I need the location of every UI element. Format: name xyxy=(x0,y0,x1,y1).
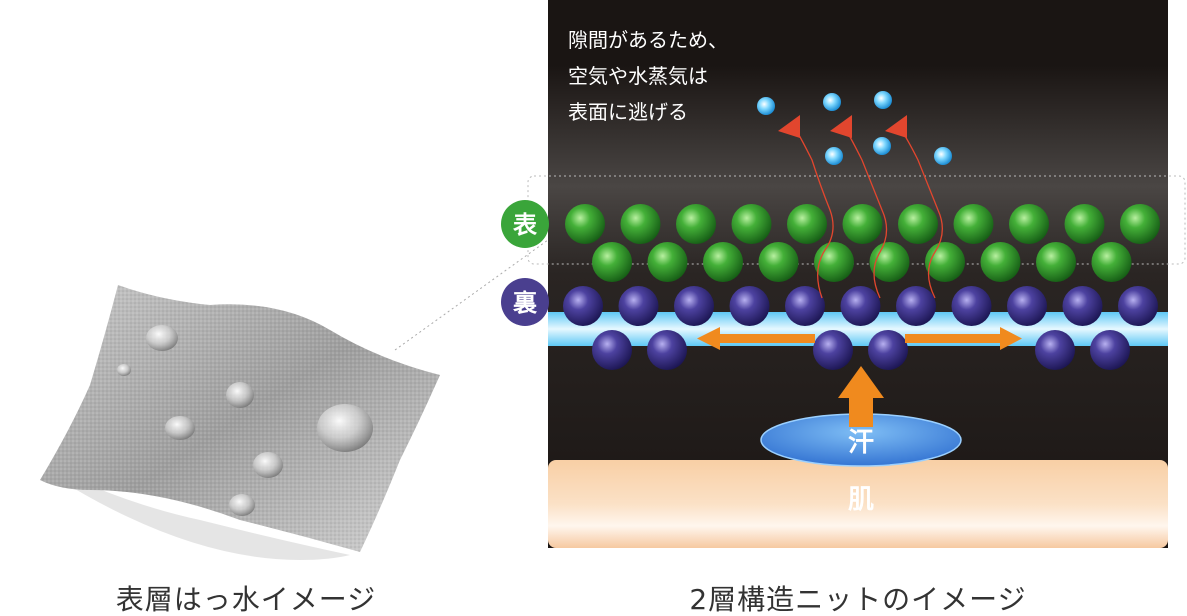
back-fiber-sphere xyxy=(896,286,936,326)
back-label-circle xyxy=(501,278,549,326)
front-fiber-sphere xyxy=(1091,242,1132,282)
front-fiber-sphere xyxy=(758,242,799,282)
back-fiber-sphere xyxy=(674,286,714,326)
vapor-droplet xyxy=(934,147,952,165)
water-drop xyxy=(146,325,178,351)
back-fiber-sphere xyxy=(813,330,853,370)
vapor-droplet xyxy=(757,97,775,115)
vapor-arrowhead xyxy=(830,115,852,138)
skin-label: 肌 xyxy=(848,485,874,515)
water-drop xyxy=(253,452,283,478)
back-fiber-sphere xyxy=(951,286,992,326)
vapor-arrowhead xyxy=(885,115,907,138)
back-fiber-sphere xyxy=(1090,330,1130,370)
caption-surface-repellent: 表層はっ水イメージ xyxy=(115,583,377,616)
front-fiber-sphere xyxy=(703,242,743,282)
wicking-up-arrow xyxy=(838,366,884,427)
front-fiber-sphere xyxy=(592,242,632,282)
front-fiber-sphere xyxy=(565,204,605,244)
water-drop xyxy=(117,364,131,376)
front-fiber-sphere xyxy=(787,204,827,244)
front-label: 表 xyxy=(513,211,538,239)
back-fiber-sphere xyxy=(1007,286,1047,326)
front-layer-row-1 xyxy=(565,204,1160,244)
front-fiber-sphere xyxy=(953,204,994,244)
back-layer-row-2 xyxy=(592,330,1130,370)
back-fiber-sphere xyxy=(647,330,687,370)
annotation-line-2: 空気や水蒸気は xyxy=(568,64,708,88)
vapor-droplet xyxy=(874,91,892,109)
front-fiber-sphere xyxy=(925,242,965,282)
sweat-label: 汗 xyxy=(848,428,874,458)
back-layer-row-1 xyxy=(563,286,1158,326)
vapor-path xyxy=(899,127,943,299)
vapor-droplets xyxy=(757,91,952,165)
back-fiber-sphere xyxy=(1035,330,1075,370)
lateral-spread-arrow xyxy=(697,327,1022,350)
water-droplets xyxy=(117,325,373,516)
back-fiber-sphere xyxy=(1118,286,1158,326)
front-fiber-sphere xyxy=(1009,204,1049,244)
vapor-droplet xyxy=(873,137,891,155)
water-drop xyxy=(229,494,255,516)
vapor-droplet xyxy=(823,93,841,111)
front-fiber-sphere xyxy=(980,242,1021,282)
front-fiber-sphere xyxy=(647,242,688,282)
back-fiber-sphere xyxy=(729,286,770,326)
front-fiber-sphere xyxy=(1036,242,1076,282)
fabric-swatch xyxy=(40,285,440,560)
front-layer-row-2 xyxy=(592,242,1132,282)
back-fiber-sphere xyxy=(563,286,603,326)
front-fiber-sphere xyxy=(620,204,661,244)
annotation-line-1: 隙間があるため、 xyxy=(568,28,728,52)
front-fiber-sphere xyxy=(1064,204,1105,244)
back-fiber-sphere xyxy=(618,286,659,326)
skin-layer xyxy=(548,460,1168,548)
annotation-line-3: 表面に逃げる xyxy=(568,100,688,124)
back-fiber-sphere xyxy=(1062,286,1103,326)
front-fiber-sphere xyxy=(731,204,772,244)
caption-two-layer-knit: 2層構造ニットのイメージ xyxy=(689,583,1027,616)
vapor-annotation: 隙間があるため、 空気や水蒸気は 表面に逃げる xyxy=(568,22,728,130)
fabric-shadow xyxy=(55,470,350,560)
water-drop xyxy=(226,382,254,408)
back-fiber-sphere xyxy=(868,330,908,370)
front-fiber-sphere xyxy=(842,204,883,244)
zoom-leader-line xyxy=(394,239,549,351)
vapor-path xyxy=(794,127,834,299)
back-fiber-sphere xyxy=(785,286,825,326)
vapor-path xyxy=(844,127,888,299)
vapor-arrowheads xyxy=(778,115,907,138)
front-fiber-sphere xyxy=(1120,204,1160,244)
front-fiber-sphere xyxy=(676,204,716,244)
back-label: 裏 xyxy=(512,289,538,317)
water-drop xyxy=(317,404,373,452)
water-drop xyxy=(165,416,195,440)
front-label-circle xyxy=(501,200,549,248)
vapor-arrowhead xyxy=(778,115,800,138)
back-fiber-sphere xyxy=(592,330,632,370)
front-fiber-sphere xyxy=(898,204,938,244)
back-fiber-sphere xyxy=(840,286,881,326)
vapor-paths xyxy=(794,127,943,299)
vapor-droplet xyxy=(825,147,843,165)
